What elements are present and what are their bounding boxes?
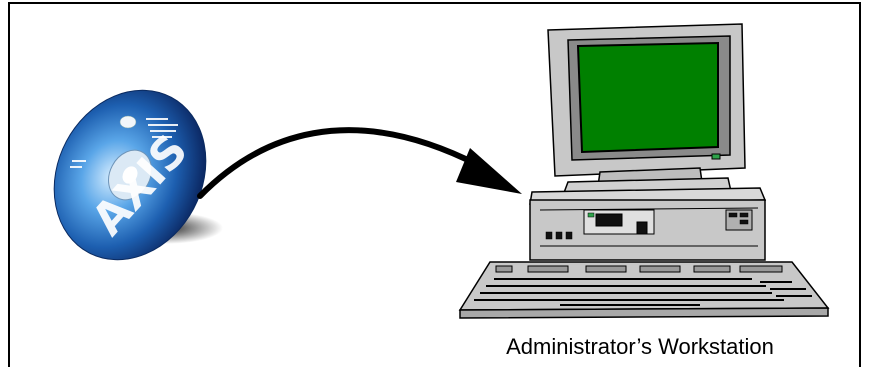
cd-logo-badge — [119, 115, 137, 129]
workstation-caption: Administrator’s Workstation — [506, 334, 774, 359]
arrow-icon — [197, 127, 522, 199]
drive-slot — [636, 221, 648, 235]
cd-hole — [122, 166, 138, 184]
floppy-slot — [595, 213, 623, 227]
arrow-head — [456, 148, 522, 194]
monitor-screen — [576, 41, 719, 154]
computer-workstation-icon — [458, 23, 830, 319]
power-led — [711, 153, 721, 160]
cd-disc-icon: AXIS — [53, 89, 223, 261]
keyboard-key-rows — [474, 278, 812, 306]
keyboard-keys — [495, 265, 783, 273]
drive-led — [587, 212, 595, 218]
cd-small-text — [70, 118, 178, 168]
arrow-shaft — [197, 127, 481, 199]
keyboard-front — [459, 307, 829, 319]
